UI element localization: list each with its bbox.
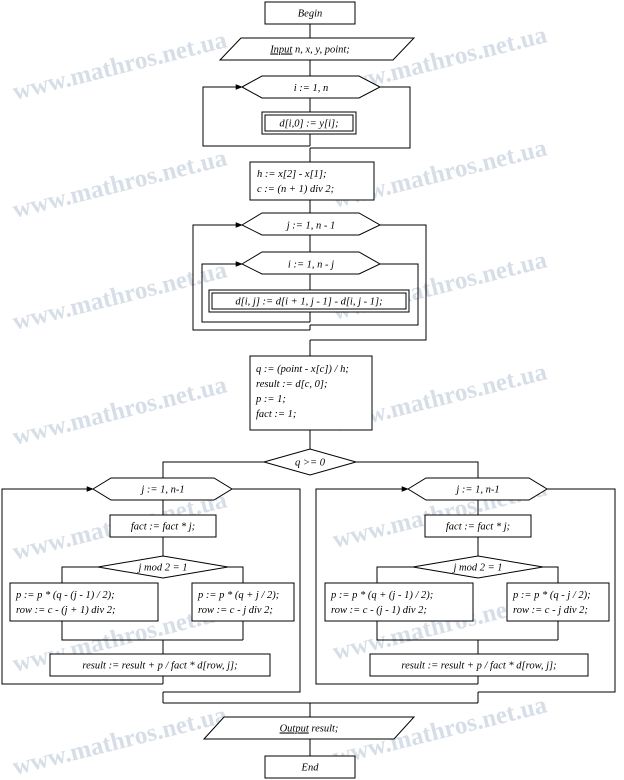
left-odd-p-label: p := p * (q - (j - 1) / 2); <box>15 590 115 601</box>
init-hc-node: h := x[2] - x[1]; c := (n + 1) div 2; <box>249 161 375 201</box>
left-even-branch-node: p := p * (q + j / 2); row := c - j div 2… <box>191 582 295 622</box>
fact-init-label: fact := 1; <box>256 409 296 420</box>
left-even-row-label: row := c - j div 2; <box>198 605 273 616</box>
output-label: Output result; <box>280 724 339 735</box>
left-branch: j := 1, n-1 fact := fact * j; j mod 2 = … <box>9 477 295 677</box>
loop-j-node: j := 1, n - 1 <box>240 212 382 236</box>
right-loop-node: j := 1, n-1 <box>407 477 548 501</box>
watermark-text: www.mathros.net.ua <box>10 371 230 450</box>
loop-i-node: i := 1, n <box>240 75 382 99</box>
left-result-label: result := result + p / fact * d[row, j]; <box>82 661 237 672</box>
connectors <box>1 24 616 756</box>
q-assign-label: q := (point - x[c]) / h; <box>256 364 349 375</box>
right-even-row-label: row := c - j div 2; <box>513 605 588 616</box>
input-keyword: Input <box>269 45 293 56</box>
loop-i2-label: i := 1, n - j <box>288 260 334 271</box>
left-even-p-label: p := p * (q + j / 2); <box>197 590 279 601</box>
right-result-node: result := result + p / fact * d[row, j]; <box>369 653 589 677</box>
left-fact-label: fact := fact * j; <box>131 522 195 533</box>
right-loop-label: j := 1, n-1 <box>454 485 499 496</box>
condition-q-node: q >= 0 <box>262 448 358 476</box>
end-node: End <box>264 755 356 779</box>
watermark-text: www.mathros.net.ua <box>10 144 230 223</box>
left-odd-row-label: row := c - (j + 1) div 2; <box>16 605 116 616</box>
left-odd-branch-node: p := p * (q - (j - 1) / 2); row := c - (… <box>9 582 159 622</box>
right-even-branch-node: p := p * (q - j / 2); row := c - j div 2… <box>506 582 610 622</box>
left-result-node: result := result + p / fact * d[row, j]; <box>49 653 271 677</box>
divided-difference-node: d[i, j] := d[i + 1, j - 1] - d[i, j - 1]… <box>208 289 410 313</box>
h-assign-label: h := x[2] - x[1]; <box>257 169 327 180</box>
c-assign-label: c := (n + 1) div 2; <box>257 184 334 195</box>
init-q-node: q := (point - x[c]) / h; result := d[c, … <box>249 355 373 431</box>
assign-d0-label: d[i,0] := y[i]; <box>279 119 338 130</box>
right-fact-label: fact := fact * j; <box>446 522 510 533</box>
result-init-label: result := d[c, 0]; <box>256 379 327 390</box>
left-fact-node: fact := fact * j; <box>109 514 217 538</box>
loop-j-label: j := 1, n - 1 <box>285 221 336 232</box>
divided-difference-label: d[i, j] := d[i + 1, j - 1] - d[i, j - 1]… <box>235 297 382 308</box>
left-loop-node: j := 1, n-1 <box>92 477 233 501</box>
left-condition-label: j mod 2 = 1 <box>136 563 187 574</box>
output-variable: result; <box>309 724 339 735</box>
loop-i-label: i := 1, n <box>294 83 329 94</box>
right-condition-label: j mod 2 = 1 <box>451 563 502 574</box>
right-odd-branch-node: p := p * (q + (j - 1) / 2); row := c - (… <box>324 582 474 622</box>
input-label: Input n, x, y, point; <box>269 45 350 56</box>
end-label: End <box>301 763 320 774</box>
right-odd-row-label: row := c - (j - 1) div 2; <box>331 605 427 616</box>
begin-node: Begin <box>264 1 356 25</box>
right-odd-p-label: p := p * (q + (j - 1) / 2); <box>330 590 433 601</box>
loop-i2-node: i := 1, n - j <box>240 251 382 275</box>
right-even-p-label: p := p * (q - j / 2); <box>512 590 591 601</box>
condition-q-label: q >= 0 <box>295 458 326 469</box>
assign-d0-node: d[i,0] := y[i]; <box>261 111 357 135</box>
input-variables: n, x, y, point; <box>292 45 349 56</box>
output-keyword: Output <box>280 724 310 735</box>
watermark-text: www.mathros.net.ua <box>10 701 230 780</box>
output-node: Output result; <box>202 716 416 740</box>
right-fact-node: fact := fact * j; <box>424 514 532 538</box>
right-branch: j := 1, n-1 fact := fact * j; j mod 2 = … <box>324 477 610 677</box>
p-init-label: p := 1; <box>255 394 286 405</box>
left-condition-node: j mod 2 = 1 <box>97 555 229 579</box>
left-loop-label: j := 1, n-1 <box>139 485 184 496</box>
watermark-text: www.mathros.net.ua <box>10 256 230 335</box>
begin-label: Begin <box>298 9 323 20</box>
input-node: Input n, x, y, point; <box>218 37 416 61</box>
watermark-text: www.mathros.net.ua <box>10 26 230 105</box>
right-result-label: result := result + p / fact * d[row, j]; <box>401 661 556 672</box>
right-condition-node: j mod 2 = 1 <box>412 555 544 579</box>
